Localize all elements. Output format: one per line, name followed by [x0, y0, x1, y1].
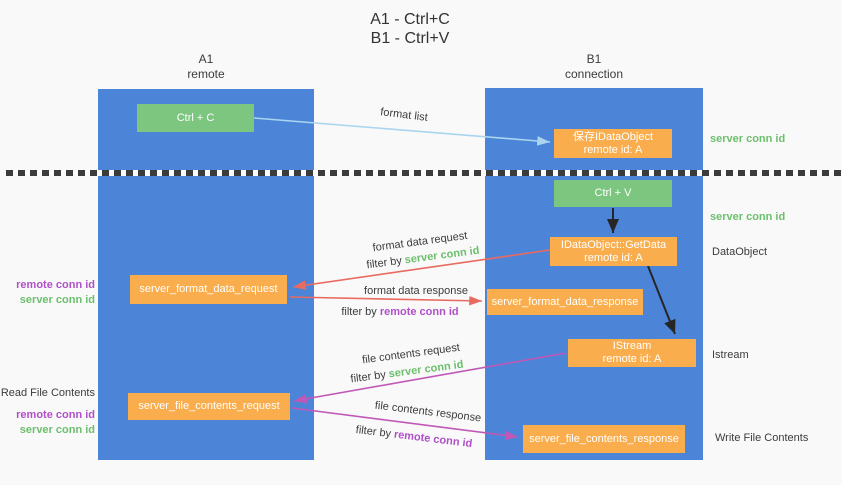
- server-file-contents-response-label: server_file_contents_response: [529, 432, 679, 445]
- format-data-response-label: format data response: [364, 285, 468, 297]
- server-conn-id-text: server conn id: [19, 294, 95, 306]
- dataobject-label: DataObject: [712, 246, 767, 258]
- diagram-title: A1 - Ctrl+C B1 - Ctrl+V: [300, 10, 520, 48]
- left-server-conn-id-label: server conn id: [0, 294, 95, 306]
- remote-conn-id-text: remote conn id: [16, 409, 95, 421]
- lane-b1-role: connection: [564, 67, 624, 81]
- server-format-data-request-label: server_format_data_request: [139, 283, 278, 295]
- node-server-format-data-response: server_format_data_response: [487, 289, 643, 315]
- server-conn-id-text: server conn id: [388, 358, 465, 381]
- istream-title: IStream: [612, 340, 652, 352]
- node-server-file-contents-response: server_file_contents_response: [523, 425, 685, 453]
- right-server-conn-id-label-2: server conn id: [710, 211, 785, 223]
- ctrl-v-label: Ctrl + V: [594, 187, 632, 199]
- read-file-contents-label: Read File Contents: [0, 387, 95, 399]
- left-remote-conn-id-label-2: remote conn id: [0, 409, 95, 421]
- lane-header-a1: A1 remote: [98, 52, 314, 82]
- node-server-format-data-request: server_format_data_request: [130, 275, 287, 304]
- left-remote-conn-id-label: remote conn id: [0, 279, 95, 291]
- write-file-contents-label: Write File Contents: [715, 432, 808, 444]
- lane-a1-role: remote: [187, 67, 225, 81]
- node-save-idataobject: 保存IDataObject remote id: A: [554, 129, 672, 158]
- lane-header-b1: B1 connection: [485, 52, 703, 82]
- istream-side-label: Istream: [712, 349, 749, 361]
- save-idataobject-title: 保存IDataObject: [572, 130, 654, 143]
- title-line-1: A1 - Ctrl+C: [370, 11, 450, 28]
- server-conn-id-text: server conn id: [710, 211, 786, 223]
- file-contents-response-label: file contents response: [374, 400, 482, 425]
- dotted-divider-line: [6, 170, 842, 176]
- node-ctrl-c: Ctrl + C: [137, 104, 254, 132]
- server-format-data-response-label: server_format_data_response: [491, 295, 639, 308]
- server-file-contents-request-label: server_file_contents_request: [138, 400, 280, 412]
- right-server-conn-id-label-1: server conn id: [710, 133, 785, 145]
- format-list-text: format list: [379, 106, 429, 124]
- filter-by-text: filter by: [355, 423, 392, 441]
- node-ctrl-v: Ctrl + V: [554, 180, 672, 207]
- server-conn-id-text: server conn id: [710, 133, 786, 145]
- idataobject-getdata-subtitle: remote id: A: [584, 251, 643, 264]
- filter-by-text: filter by: [341, 306, 377, 318]
- remote-conn-id-text: remote conn id: [379, 306, 459, 318]
- remote-conn-id-text: remote conn id: [16, 279, 95, 291]
- filter-by-text: filter by: [365, 254, 403, 272]
- lane-a1-name: A1: [198, 52, 214, 66]
- remote-conn-id-text: remote conn id: [393, 428, 473, 451]
- server-conn-id-text: server conn id: [19, 424, 95, 436]
- dataobject-text: DataObject: [712, 246, 768, 258]
- ctrl-c-label: Ctrl + C: [176, 111, 215, 124]
- format-list-label: format list: [380, 106, 429, 124]
- istream-text: Istream: [712, 349, 749, 361]
- read-file-contents-text: Read File Contents: [0, 387, 95, 399]
- filter-by-text: filter by: [349, 368, 387, 386]
- file-contents-response-text: file contents response: [374, 399, 482, 425]
- node-idataobject-getdata: IDataObject::GetData remote id: A: [550, 237, 677, 266]
- format-data-response-text: format data response: [364, 285, 468, 297]
- lane-b1-name: B1: [586, 52, 602, 66]
- title-line-2: B1 - Ctrl+V: [370, 30, 450, 47]
- istream-subtitle: remote id: A: [602, 353, 662, 365]
- node-istream: IStream remote id: A: [568, 339, 696, 367]
- node-server-file-contents-request: server_file_contents_request: [128, 393, 290, 420]
- format-data-response-arrow: [289, 295, 483, 306]
- left-server-conn-id-label-2: server conn id: [0, 424, 95, 436]
- save-idataobject-subtitle: remote id: A: [583, 143, 643, 156]
- idataobject-getdata-title: IDataObject::GetData: [560, 238, 667, 251]
- write-file-contents-text: Write File Contents: [715, 432, 809, 444]
